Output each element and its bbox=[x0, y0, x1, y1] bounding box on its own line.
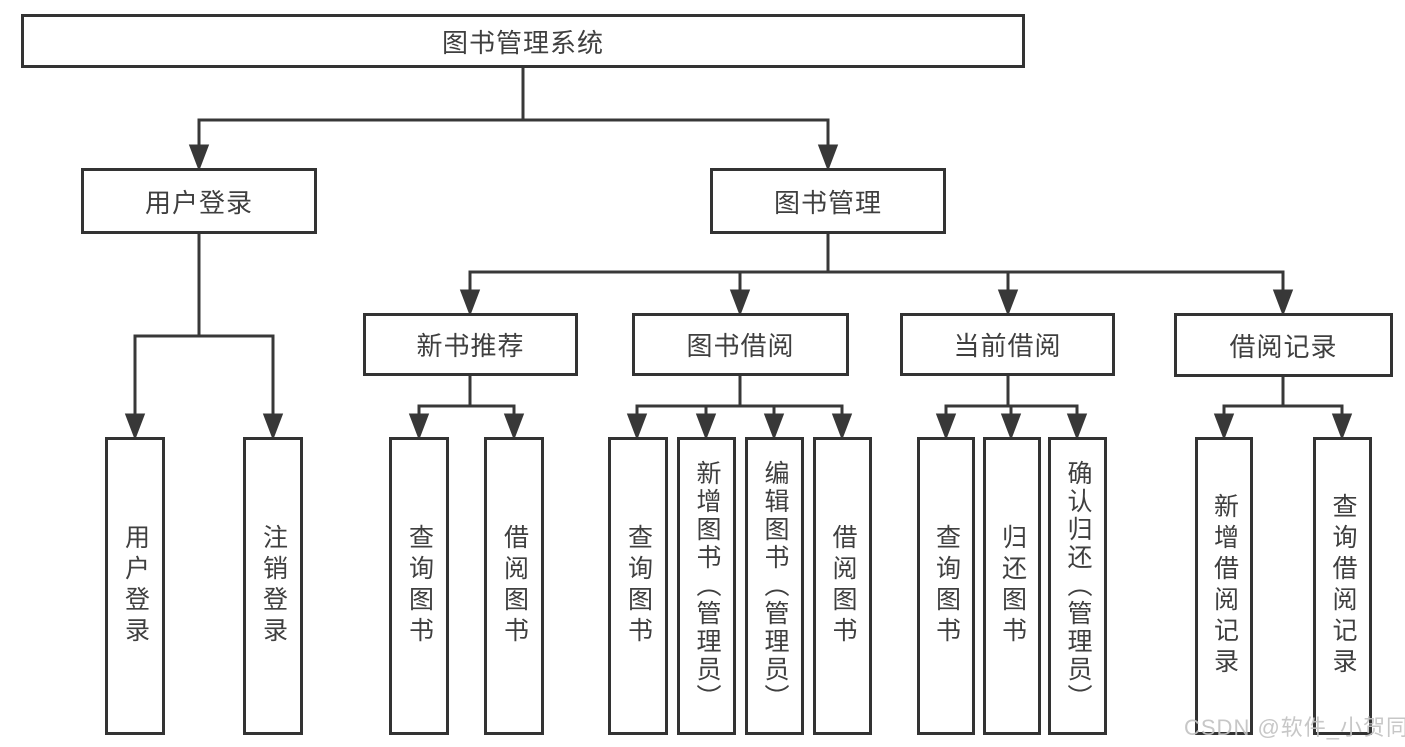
leaf-query-books-borrow: 查询图书 bbox=[608, 437, 668, 735]
leaf-add-borrow-record: 新增借阅记录 bbox=[1195, 437, 1253, 735]
node-book-management: 图书管理 bbox=[710, 168, 946, 234]
node-current-borrowing: 当前借阅 bbox=[900, 313, 1115, 376]
node-borrowing-records: 借阅记录 bbox=[1174, 313, 1393, 377]
leaf-edit-book-admin: 编辑图书（管理员） bbox=[745, 437, 804, 735]
connector-recommend-to-leaves bbox=[408, 376, 525, 441]
leaf-borrow-books-recommend: 借阅图书 bbox=[484, 437, 544, 735]
connector-userlogin-to-leaves bbox=[124, 234, 284, 441]
node-library-management-system: 图书管理系统 bbox=[21, 14, 1025, 68]
leaf-add-book-admin: 新增图书（管理员） bbox=[677, 437, 736, 735]
leaf-query-books-current: 查询图书 bbox=[917, 437, 975, 735]
connector-current-to-leaves bbox=[935, 376, 1088, 441]
node-book-borrowing: 图书借阅 bbox=[632, 313, 849, 376]
leaf-borrow-books: 借阅图书 bbox=[813, 437, 872, 735]
leaf-user-login: 用户登录 bbox=[105, 437, 165, 735]
leaf-logout: 注销登录 bbox=[243, 437, 303, 735]
watermark: CSDN @软件_小贺同学 bbox=[1184, 715, 1405, 740]
node-user-login: 用户登录 bbox=[81, 168, 317, 234]
connector-bookmgmt-to-level3 bbox=[459, 234, 1294, 317]
leaf-return-book: 归还图书 bbox=[983, 437, 1041, 735]
leaf-query-books-recommend: 查询图书 bbox=[389, 437, 449, 735]
leaf-query-borrow-record: 查询借阅记录 bbox=[1313, 437, 1372, 735]
connector-borrow-to-leaves bbox=[626, 376, 853, 441]
leaf-confirm-return-admin: 确认归还（管理员） bbox=[1048, 437, 1107, 735]
connector-records-to-leaves bbox=[1213, 376, 1353, 441]
node-new-book-recommend: 新书推荐 bbox=[363, 313, 578, 376]
connector-root-to-level2 bbox=[188, 68, 839, 172]
